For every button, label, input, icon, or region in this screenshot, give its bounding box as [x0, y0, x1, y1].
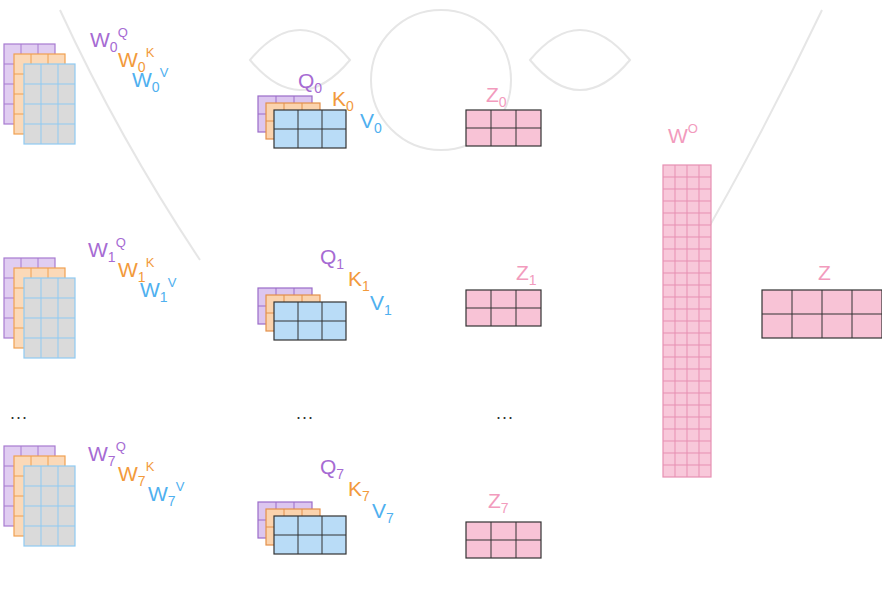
label-part: Z [516, 261, 529, 284]
label-part: 0 [499, 94, 507, 110]
label-part: 1 [529, 272, 537, 288]
label-part: 7 [362, 488, 370, 504]
label-part: Q [116, 439, 126, 454]
ellipsis: ... [496, 404, 514, 422]
label-part: 1 [108, 249, 116, 265]
label-part: W [668, 124, 688, 147]
label-part: V [176, 479, 185, 494]
z-matrix [466, 110, 541, 146]
label-part: 7 [501, 500, 509, 516]
matrix-label: Q1 [320, 246, 344, 271]
label-part: W [118, 462, 138, 485]
label-part: W [90, 28, 110, 51]
label-part: W [132, 68, 152, 91]
label-part: K [146, 45, 155, 60]
label-part: W [88, 238, 108, 261]
label-part: K [146, 459, 155, 474]
ellipsis: ... [10, 404, 28, 422]
matrix-label: K1 [348, 268, 370, 293]
z-matrix [466, 290, 541, 326]
matrix-label: Q0 [298, 70, 322, 95]
v-matrix [274, 302, 346, 340]
label-part: K [348, 477, 362, 500]
wv-matrix [24, 466, 75, 546]
label-part: V [160, 65, 169, 80]
label-part: 1 [160, 289, 168, 305]
label-part: 1 [362, 278, 370, 294]
label-part: 7 [168, 493, 176, 509]
label-part: Q [320, 455, 336, 478]
label-part: V [370, 291, 384, 314]
label-part: 7 [336, 466, 344, 482]
label-part: K [348, 267, 362, 290]
label-part: 7 [138, 473, 146, 489]
matrix-label: Z [818, 262, 831, 283]
v-matrix [274, 516, 346, 554]
label-part: 7 [386, 510, 394, 526]
label-part: V [360, 109, 374, 132]
label-part: V [372, 499, 386, 522]
z-matrix [466, 522, 541, 558]
matrix-label: K7 [348, 478, 370, 503]
label-part: 0 [110, 39, 118, 55]
label-part: Q [116, 235, 126, 250]
label-part: K [332, 87, 346, 110]
label-part: V [168, 275, 177, 290]
label-part: W [148, 482, 168, 505]
matrix-label: K0 [332, 88, 354, 113]
matrix-label: W7V [148, 480, 184, 508]
v-matrix [274, 110, 346, 148]
label-part: 1 [336, 256, 344, 272]
label-part: O [688, 121, 698, 136]
label-part: Q [320, 245, 336, 268]
label-part: K [146, 255, 155, 270]
matrix-label: Z7 [488, 490, 509, 515]
label-part: Z [488, 489, 501, 512]
wv-matrix [24, 64, 75, 144]
label-part: 1 [384, 302, 392, 318]
matrix-label: W0V [132, 66, 168, 94]
label-part: W [88, 442, 108, 465]
label-part: Q [118, 25, 128, 40]
matrix-label: Z0 [486, 84, 507, 109]
matrix-label: Q7 [320, 456, 344, 481]
label-part: W [140, 278, 160, 301]
z-output-matrix [762, 290, 882, 338]
matrix-label: V0 [360, 110, 382, 135]
matrix-label: V7 [372, 500, 394, 525]
label-part: W [118, 258, 138, 281]
label-part: Q [298, 69, 314, 92]
matrix-grids [4, 44, 882, 558]
matrix-label: W1V [140, 276, 176, 304]
wv-matrix [24, 278, 75, 358]
matrix-label: V1 [370, 292, 392, 317]
label-part: 7 [108, 453, 116, 469]
matrix-label: WO [668, 122, 698, 146]
label-part: W [118, 48, 138, 71]
ellipsis: ... [296, 404, 314, 422]
matrix-label: Z1 [516, 262, 537, 287]
label-part: Z [486, 83, 499, 106]
label-part: 0 [346, 98, 354, 114]
label-part: 0 [374, 120, 382, 136]
label-part: 0 [314, 80, 322, 96]
label-part: 0 [152, 79, 160, 95]
wo-matrix [663, 165, 711, 477]
